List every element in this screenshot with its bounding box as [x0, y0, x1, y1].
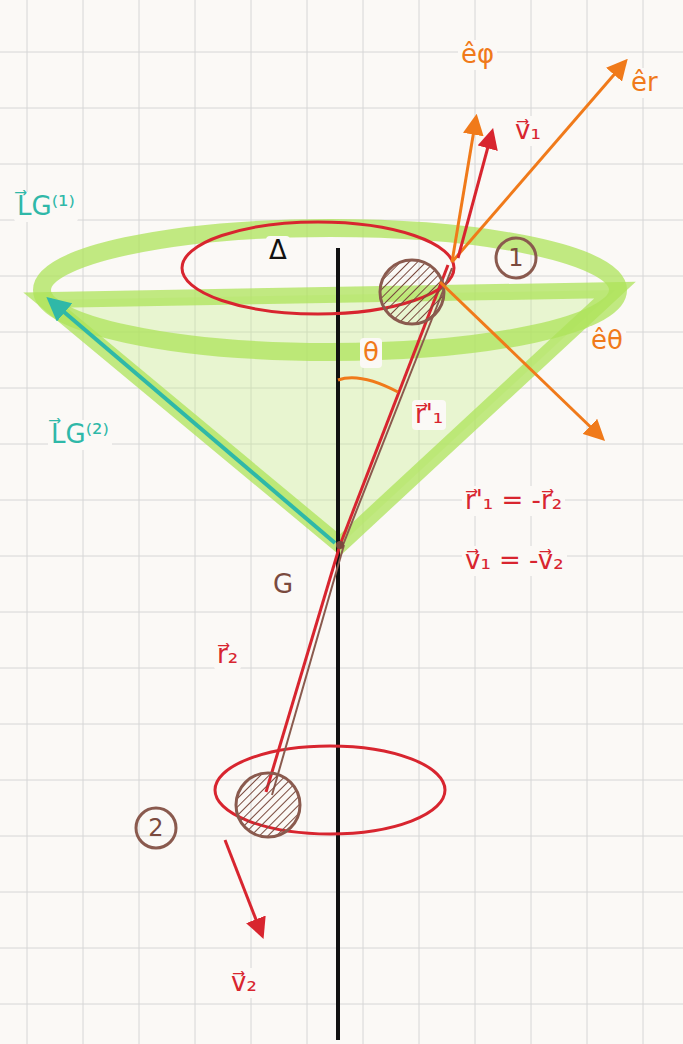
- grid-line: [0, 164, 683, 165]
- grid-line: [0, 612, 683, 613]
- grid-line: [0, 892, 683, 893]
- label: Δ: [266, 236, 290, 266]
- angular-momentum-cone: [42, 228, 618, 545]
- label: v⃗₁: [512, 116, 544, 146]
- circled-number: 1: [494, 236, 538, 280]
- center-of-mass: [336, 541, 344, 549]
- label: L⃗G⁽²⁾: [48, 420, 112, 450]
- grid-line: [27, 0, 28, 1044]
- circled-number-text: 1: [494, 236, 538, 280]
- label: v⃗₂: [228, 968, 260, 998]
- grid-line: [531, 0, 532, 1044]
- grid-line: [0, 668, 683, 669]
- label: L⃗G⁽¹⁾: [14, 192, 78, 222]
- grid-line: [139, 0, 140, 1044]
- label: G: [270, 570, 296, 600]
- grid-line: [195, 0, 196, 1044]
- grid-line: [0, 780, 683, 781]
- grid-line: [251, 0, 252, 1044]
- grid-line: [83, 0, 84, 1044]
- grid-line: [0, 1004, 683, 1005]
- label: êr: [628, 68, 661, 98]
- label: êφ: [458, 40, 497, 70]
- label: r⃗₂: [214, 640, 241, 670]
- label: v⃗₁ = -v⃗₂: [462, 546, 567, 576]
- mass-1: [380, 260, 444, 324]
- rotation-axis: [336, 248, 340, 1040]
- velocity-2: [225, 840, 262, 935]
- label: r⃗'₁: [412, 400, 446, 430]
- grid-line: [0, 276, 683, 277]
- circled-number: 2: [134, 806, 178, 850]
- grid-line: [475, 0, 476, 1044]
- position-vector-2: [266, 545, 340, 792]
- label: r⃗'₁ = -r⃗₂: [462, 486, 565, 516]
- basis-theta: [440, 282, 602, 438]
- grid-line: [0, 108, 683, 109]
- angle-arc: [338, 378, 398, 392]
- grid-line: [587, 0, 588, 1044]
- label: êθ: [588, 326, 626, 356]
- basis-r: [452, 62, 625, 262]
- label: θ: [360, 338, 382, 368]
- grid-line: [643, 0, 644, 1044]
- grid-line: [0, 52, 683, 53]
- grid-line: [0, 948, 683, 949]
- grid-line: [0, 836, 683, 837]
- mass-2: [236, 773, 300, 837]
- grid-line: [0, 724, 683, 725]
- velocity-1: [458, 132, 492, 258]
- circled-number-text: 2: [134, 806, 178, 850]
- grid-line: [419, 0, 420, 1044]
